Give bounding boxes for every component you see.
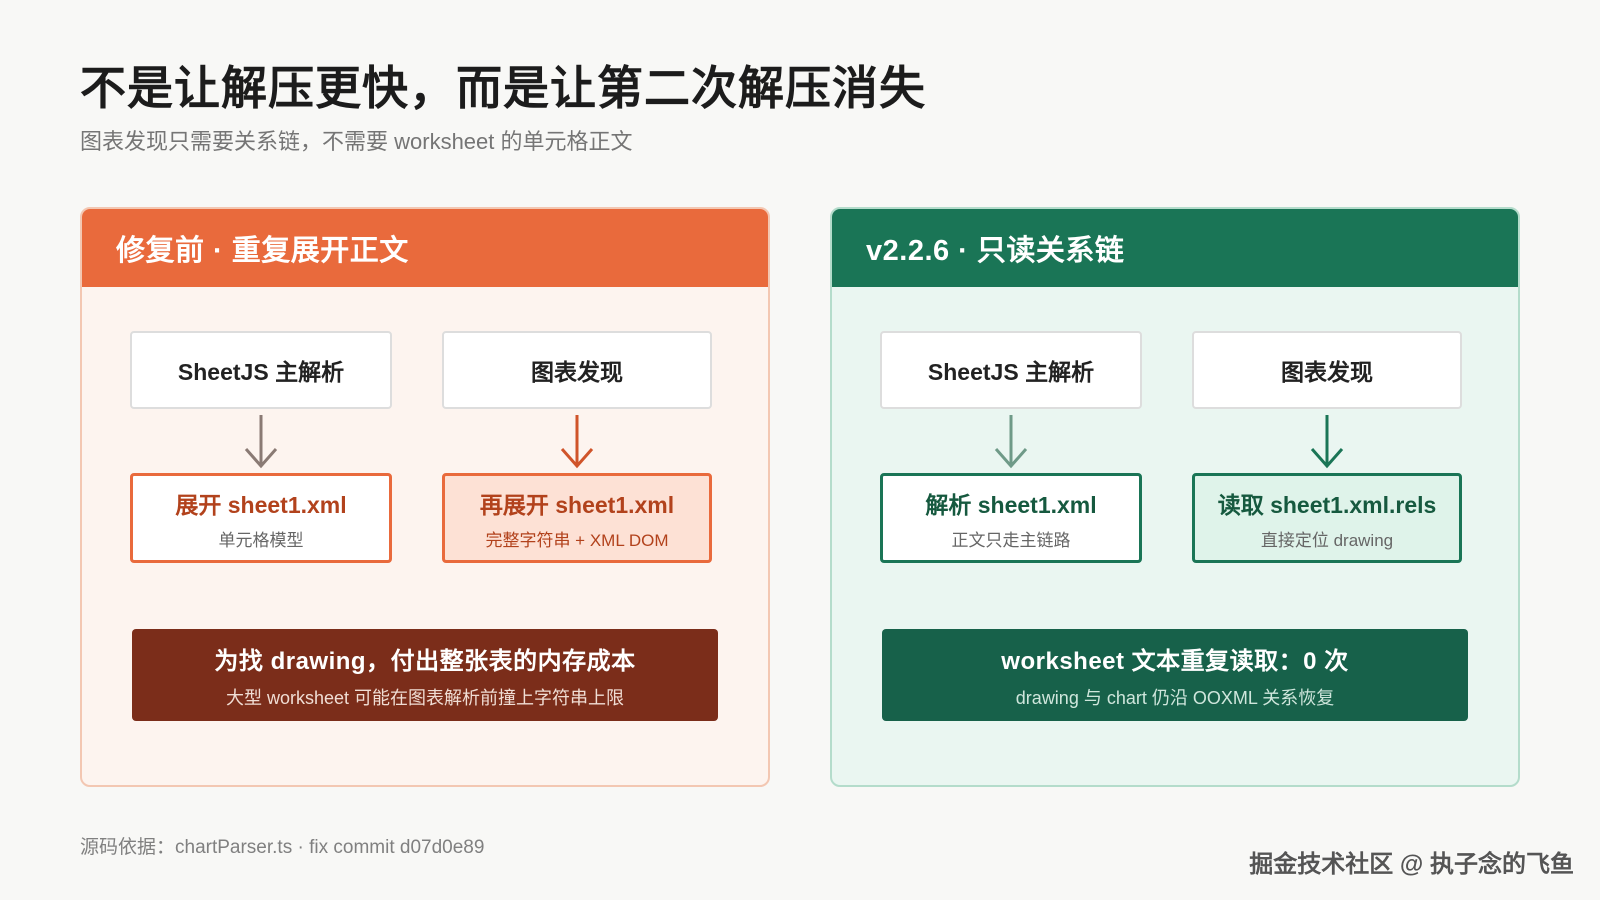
- chart-discovery-box: 图表发现: [1192, 331, 1462, 409]
- sheetjs-main-parse-box: SheetJS 主解析: [880, 331, 1142, 409]
- after-fix-header: v2.2.6 · 只读关系链: [832, 209, 1518, 287]
- zero-reread-summary: worksheet 文本重复读取：0 次 drawing 与 chart 仍沿 …: [882, 629, 1468, 721]
- page-subtitle: 图表发现只需要关系链，不需要 worksheet 的单元格正文: [80, 129, 633, 154]
- zero-reread-desc: drawing 与 chart 仍沿 OOXML 关系恢复: [1015, 687, 1335, 708]
- parse-sheet-box: 解析 sheet1.xml 正文只走主链路: [880, 473, 1142, 563]
- re-expand-sheet-box: 再展开 sheet1.xml 完整字符串 + XML DOM: [442, 473, 712, 563]
- expand-sheet-desc: 单元格模型: [218, 530, 304, 550]
- source-footnote: 源码依据：chartParser.ts · fix commit d07d0e8…: [80, 837, 485, 858]
- chart-discovery-box: 图表发现: [442, 331, 712, 409]
- sheetjs-main-parse-box: SheetJS 主解析: [130, 331, 392, 409]
- re-expand-sheet-title: 再展开 sheet1.xml: [479, 491, 675, 518]
- before-fix-panel: 修复前 · 重复展开正文 SheetJS 主解析 图表发现 展开 sheet1.…: [80, 207, 770, 787]
- down-arrow-icon: [1310, 415, 1344, 469]
- down-arrow-icon: [994, 415, 1028, 469]
- read-rels-title: 读取 sheet1.xml.rels: [1217, 491, 1437, 518]
- memory-cost-summary: 为找 drawing，付出整张表的内存成本 大型 worksheet 可能在图表…: [132, 629, 718, 721]
- down-arrow-icon: [244, 415, 278, 469]
- down-arrow-icon: [560, 415, 594, 469]
- before-fix-header: 修复前 · 重复展开正文: [82, 209, 768, 287]
- read-rels-desc: 直接定位 drawing: [1260, 530, 1394, 550]
- parse-sheet-title: 解析 sheet1.xml: [925, 491, 1097, 518]
- memory-cost-title: 为找 drawing，付出整张表的内存成本: [214, 647, 636, 675]
- after-fix-panel: v2.2.6 · 只读关系链 SheetJS 主解析 图表发现 解析 sheet…: [830, 207, 1520, 787]
- zero-reread-title: worksheet 文本重复读取：0 次: [1001, 647, 1349, 675]
- read-rels-box: 读取 sheet1.xml.rels 直接定位 drawing: [1192, 473, 1462, 563]
- page-title: 不是让解压更快，而是让第二次解压消失: [80, 62, 926, 114]
- re-expand-sheet-desc: 完整字符串 + XML DOM: [485, 530, 669, 550]
- watermark: 掘金技术社区 @ 执子念的飞鱼: [1249, 851, 1574, 878]
- expand-sheet-title: 展开 sheet1.xml: [175, 491, 347, 518]
- expand-sheet-box: 展开 sheet1.xml 单元格模型: [130, 473, 392, 563]
- memory-cost-desc: 大型 worksheet 可能在图表解析前撞上字符串上限: [225, 687, 625, 708]
- parse-sheet-desc: 正文只走主链路: [951, 530, 1071, 550]
